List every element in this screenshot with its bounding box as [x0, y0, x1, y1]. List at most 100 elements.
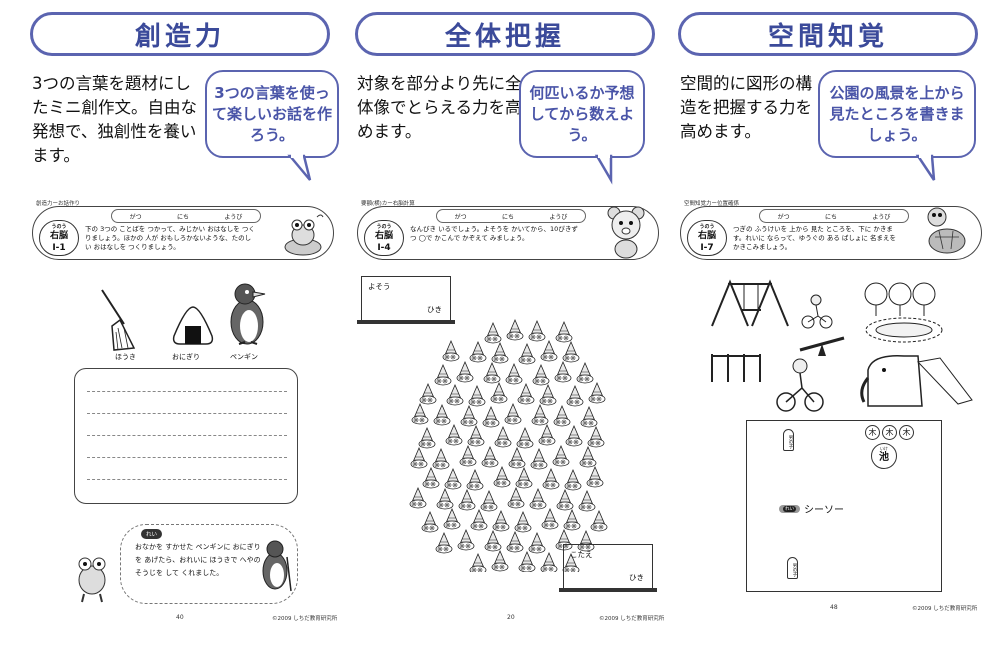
hermit-crab-icon	[529, 487, 547, 510]
hermit-crab-icon	[539, 383, 557, 406]
example-marker: れい シーソー	[779, 501, 844, 516]
day-label: にち	[501, 213, 514, 221]
hermit-crab-icon	[409, 486, 427, 509]
frog-character-icon	[284, 214, 324, 256]
worksheet-tag: 空間知覚力ー位置確係	[684, 201, 740, 207]
turtle-character-icon	[927, 207, 966, 254]
hermit-crab-icon	[444, 467, 462, 490]
hermit-crab-icon	[562, 552, 580, 572]
section-title: 空間知覚	[678, 12, 978, 56]
page-number: 40	[176, 614, 184, 621]
hermit-crab-icon	[540, 339, 558, 362]
hermit-crab-icon	[410, 446, 428, 469]
answer-box[interactable]: こたえ ひき	[563, 544, 653, 590]
copyright: ©2009 しちだ教育研究所	[912, 606, 978, 612]
hermit-crab-icon	[566, 384, 584, 407]
hermit-crab-icon	[419, 382, 437, 405]
column-creativity: 創造力 3つの言葉を題材にしたミニ創作文。自由な発想で、独創性を養います。 3つ…	[20, 0, 340, 650]
example-tag: れい	[141, 529, 163, 539]
hermit-crab-icon	[433, 403, 451, 426]
worksheet-header: がつ にち ようび うのう 右脳 Ⅰ-4 なんびき いるでしょう。よそうを かい…	[357, 206, 659, 260]
worksheet-instruction: つぎの ふうけいを 上から 見た ところを、下に かきます。れいに ならって、ゆ…	[733, 225, 896, 251]
hermit-crab-icon	[553, 404, 571, 427]
trees-icon	[864, 282, 936, 316]
tree-markers: 木 木 木	[865, 425, 914, 440]
hermit-crab-icon	[518, 342, 536, 365]
section-description: 3つの言葉を題材にしたミニ創作文。自由な発想で、独創性を養います。	[32, 74, 197, 165]
word-label-penguin: ペンギン	[230, 353, 258, 361]
hermit-crab-icon	[552, 444, 570, 467]
hermit-crab-icon	[554, 360, 572, 383]
writing-line	[87, 413, 287, 414]
boy-marker: 男の子	[783, 429, 794, 451]
hermit-crab-icon	[577, 529, 595, 552]
hermit-crab-icon	[435, 531, 453, 554]
guess-label: よそう	[368, 282, 391, 291]
board-ledge	[559, 588, 657, 592]
writing-line	[87, 479, 287, 480]
hermit-crab-field	[409, 318, 608, 572]
broom-icon	[101, 289, 136, 351]
hermit-crab-icon	[470, 508, 488, 531]
badge-reading: うのう	[699, 224, 715, 230]
hermit-crab-icon	[531, 403, 549, 426]
hermit-crab-icon	[564, 468, 582, 491]
badge-code: Ⅰ-4	[377, 243, 391, 253]
badge-label: 右脳	[374, 231, 393, 241]
month-label: がつ	[777, 213, 790, 221]
hermit-crab-icon	[508, 446, 526, 469]
boy-bicycle-icon	[776, 358, 824, 412]
day-label: にち	[824, 213, 837, 221]
badge-code: Ⅰ-1	[52, 243, 66, 253]
hermit-crab-icon	[456, 360, 474, 383]
hermit-crab-icon	[587, 425, 605, 448]
hermit-crab-icon	[469, 340, 487, 363]
top-view-map[interactable]: 木 木 木 いけ 池 男の子 れい シーソー 男の子	[746, 420, 942, 592]
hermit-crab-icon	[590, 509, 608, 532]
writing-line	[87, 457, 287, 458]
badge-reading: うのう	[51, 224, 67, 230]
worksheet-header: がつ にち ようび うのう 右脳 Ⅰ-7 つぎの ふうけいを 上から 見た とこ…	[680, 206, 982, 260]
speech-bubble: 3つの言葉を使って楽しいお話を作ろう。	[205, 70, 339, 158]
hermit-crab-icon	[556, 488, 574, 511]
hermit-crab-icon	[492, 509, 510, 532]
speech-bubble-tail	[287, 154, 312, 181]
pond-reading: いけ	[880, 446, 888, 451]
hermit-crab-icon	[562, 340, 580, 363]
hermit-crab-icon	[540, 551, 558, 572]
hermit-crab-icon	[481, 445, 499, 468]
level-badge: うのう 右脳 Ⅰ-7	[687, 220, 727, 256]
column-spatial: 空間知覚 空間的に図形の構造を把握する力を高めます。 公園の風景を上から見たとこ…	[668, 0, 988, 650]
writing-area[interactable]	[74, 368, 298, 504]
tree-marker: 木	[865, 425, 880, 440]
example-box: れい おなかを すかせた ペンギンに おにぎりを あげたら、おれいに ほうきで …	[120, 524, 298, 604]
hermit-crab-icon	[518, 550, 536, 572]
writing-line	[87, 435, 287, 436]
hermit-crab-icon	[506, 318, 524, 341]
hermit-crab-icon	[445, 423, 463, 446]
worksheet-tag: 創造力ーお話作り	[36, 201, 81, 207]
example-tag: れい	[783, 505, 796, 512]
date-fields: がつ にち ようび	[759, 209, 909, 223]
hermit-crab-icon	[457, 528, 475, 551]
hermit-crab-icon	[586, 465, 604, 488]
date-fields: がつ にち ようび	[436, 209, 586, 223]
hermit-crab-icon	[421, 510, 439, 533]
guess-unit: ひき	[427, 305, 442, 314]
penguin-broom-icon	[262, 540, 292, 592]
hermit-crab-icon	[490, 381, 508, 404]
hermit-crab-icon	[411, 402, 429, 425]
speech-bubble: 公園の風景を上から見たところを書きましょう。	[818, 70, 976, 158]
hermit-crab-icon	[434, 363, 452, 386]
level-badge: うのう 右脳 Ⅰ-1	[39, 220, 79, 256]
hermit-crab-icon	[460, 404, 478, 427]
hermit-crab-icon	[484, 321, 502, 344]
hermit-crab-icon	[484, 529, 502, 552]
hermit-crab-icon	[580, 405, 598, 428]
seesaw-label: シーソー	[804, 505, 844, 516]
hermit-crab-icon	[528, 319, 546, 342]
section-description: 空間的に図形の構造を把握する力を高めます。	[680, 74, 812, 141]
hermit-crab-icon	[532, 363, 550, 386]
hermit-crab-icon	[507, 486, 525, 509]
tree-marker: 木	[882, 425, 897, 440]
